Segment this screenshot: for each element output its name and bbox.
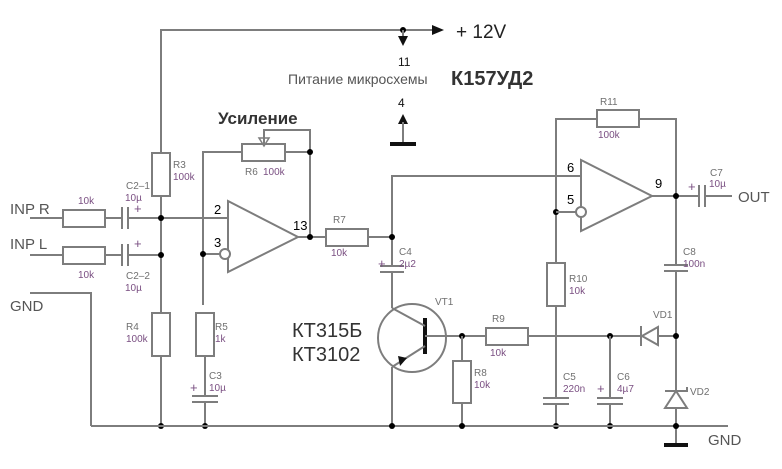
opamp-1: Усиление R6 100k 2 3 13 R5 1k C3 10µ + (190, 109, 326, 429)
gnd-pin-arrow-icon (398, 114, 408, 124)
pin-5-label: 5 (567, 192, 574, 207)
vcc-arrow-icon (398, 36, 408, 46)
r11-ref: R11 (600, 97, 618, 108)
c6-value: 4µ7 (617, 384, 634, 395)
ground-rail: GND (91, 423, 742, 449)
c6-ref: C6 (617, 372, 630, 383)
c2-1-value: 10µ (125, 193, 142, 204)
vd1-ref: VD1 (653, 310, 673, 321)
c3-ref: C3 (209, 371, 222, 382)
opamp-1-triangle (227, 199, 301, 274)
plus-mark: + (688, 179, 696, 194)
vd2-ref: VD2 (690, 387, 710, 398)
pin-2-label: 2 (214, 202, 221, 217)
r9-value: 10k (490, 348, 507, 359)
opamp-2: R11 100k 6 5 9 C7 10µ + OUT (553, 97, 770, 265)
resistor-in-l (62, 246, 106, 265)
c7-ref: C7 (710, 168, 723, 179)
plus-mark: + (597, 381, 605, 396)
r10-value: 10k (569, 286, 586, 297)
gain-label: Усиление (218, 109, 298, 128)
r10-ref: R10 (569, 274, 588, 285)
resistor-r5 (195, 312, 215, 357)
r3-value: 100k (173, 172, 196, 183)
r5-value: 1k (215, 334, 227, 345)
resistor-r9 (485, 327, 529, 346)
supply-arrow-icon (432, 25, 444, 35)
transistor-stage: R7 10k C4 2µ2 + VT1 КТ315Б КТ3102 R8 10k… (292, 175, 640, 426)
c5-value: 220n (563, 384, 585, 395)
c8-ref: C8 (683, 247, 696, 258)
r-in-r-value: 10k (78, 196, 95, 207)
pin-13-label: 13 (293, 218, 307, 233)
resistor-in-r (62, 209, 106, 228)
inverting-bubble (219, 248, 231, 260)
inp-l-label: INP L (10, 236, 47, 253)
r8-value: 10k (474, 380, 491, 391)
opamp-2-triangle (580, 158, 655, 233)
gnd-in-label: GND (10, 298, 44, 315)
emitter-arrow-icon (398, 356, 407, 366)
r8-ref: R8 (474, 368, 487, 379)
c3-value: 10µ (209, 383, 226, 394)
r3-ref: R3 (173, 160, 186, 171)
r6-ref: R6 (245, 167, 258, 178)
bias-network: R3 100k R4 100k (126, 152, 196, 429)
plus-mark: + (378, 256, 386, 271)
pin-9-label: 9 (655, 176, 662, 191)
r11-value: 100k (598, 130, 621, 141)
r4-ref: R4 (126, 322, 139, 333)
r7-value: 10k (331, 248, 348, 259)
resistor-r7 (325, 228, 369, 247)
gnd-out-label: GND (708, 432, 742, 449)
c2-2-value: 10µ (125, 283, 142, 294)
r7-ref: R7 (333, 215, 346, 226)
out-label: OUT (738, 189, 770, 206)
input-section: INP R INP L GND 10k C2–1 10µ + 10k C2–2 … (10, 181, 228, 426)
pin-3-label: 3 (214, 235, 221, 250)
vcc-pin-label: 11 (398, 55, 411, 69)
vt1-ref: VT1 (435, 297, 454, 308)
r-in-l-value: 10k (78, 270, 95, 281)
resistor-r3 (151, 152, 171, 197)
r9-ref: R9 (492, 314, 505, 325)
inverting-bubble (575, 206, 587, 218)
pin-6-label: 6 (567, 160, 574, 175)
transistor-type-1: КТ315Б (292, 320, 362, 342)
supply-rail: + 12V 11 Питание микросхемы К157УД2 4 (160, 22, 533, 180)
gnd-pin-label: 4 (398, 96, 405, 110)
r4-value: 100k (126, 334, 149, 345)
wiper-arrow-icon (257, 137, 271, 148)
power-note: Питание микросхемы (288, 71, 428, 87)
c4-ref: C4 (399, 247, 412, 258)
transistor-type-2: КТ3102 (292, 344, 360, 366)
ic-label: К157УД2 (451, 68, 533, 90)
detector-network: R10 10k C5 220n C6 4µ7 + C8 100n VD1 VD2 (543, 247, 710, 445)
c8-value: 100n (683, 259, 705, 270)
r5-ref: R5 (215, 322, 228, 333)
transistor-vt1 (377, 303, 447, 373)
diode-vd2 (663, 389, 689, 409)
plus-mark: + (134, 201, 142, 216)
resistor-r11 (596, 109, 640, 128)
c2-1-ref: C2–1 (126, 181, 150, 192)
r6-value: 100k (263, 167, 286, 178)
diode-vd1 (639, 325, 659, 347)
plus-mark: + (134, 236, 142, 251)
resistor-r10 (546, 262, 566, 307)
c2-2-ref: C2–2 (126, 271, 150, 282)
resistor-r8 (452, 360, 472, 404)
c4-value: 2µ2 (399, 259, 416, 270)
resistor-r4 (151, 312, 171, 357)
c7-value: 10µ (709, 179, 726, 190)
c5-ref: C5 (563, 372, 576, 383)
inp-r-label: INP R (10, 201, 50, 218)
plus-mark: + (190, 380, 198, 395)
supply-label: + 12V (456, 22, 507, 43)
